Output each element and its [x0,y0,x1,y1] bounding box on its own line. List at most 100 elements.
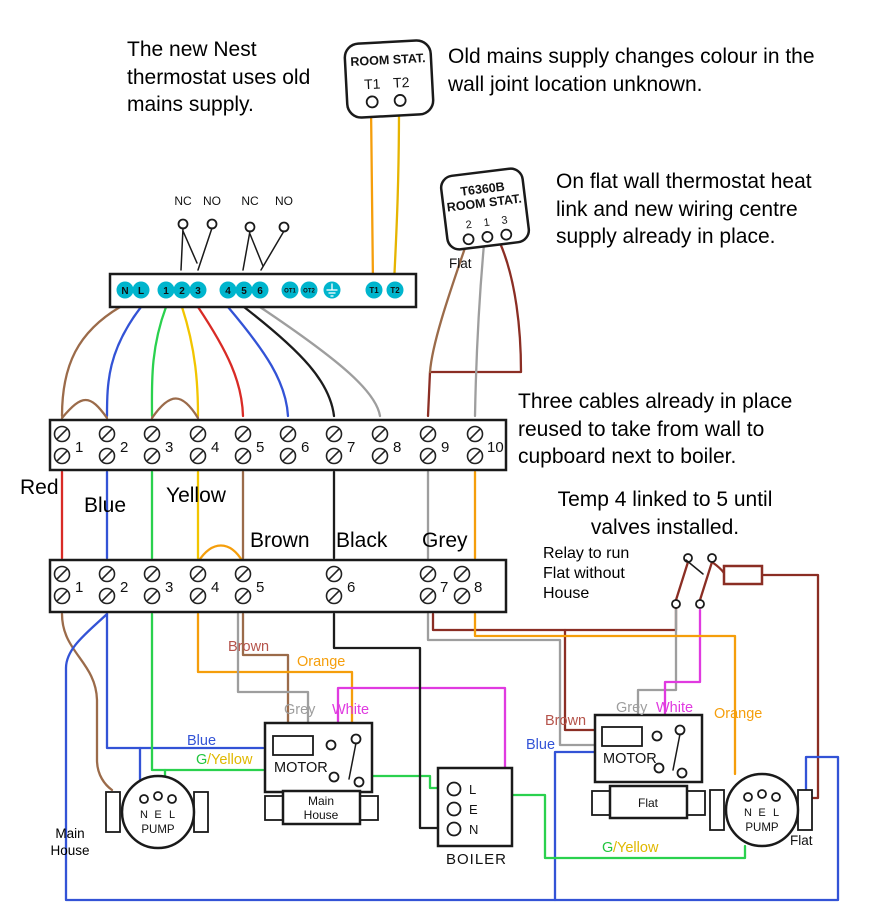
label-grey: Grey [422,529,468,552]
boiler-terminal-icon [446,821,462,837]
wire-white-motorflat-relay [663,608,702,716]
label-white-left: White [332,702,369,718]
pump-terminal-icon [757,789,767,799]
valve-nut-icon [264,795,284,821]
room-stat-box [343,39,435,119]
label-blue: Blue [84,494,126,517]
block2-num-6: 6 [347,579,355,596]
relay-lever [685,559,704,575]
block2-terminals: 1 2 3 4 5 6 7 8 [53,565,482,605]
wire-blue-low-motor [105,612,265,750]
wire-maroon-relay-pump [760,573,820,800]
motor-contact-icon [350,733,362,745]
screw-icon [98,447,116,465]
motor-contact-icon [325,739,337,751]
flat-stat-model: T6360B [460,179,506,198]
pump-flat-n: N [744,807,752,819]
pump-flat-caption: Flat [790,833,813,848]
wire-blue-long-bottom [64,612,840,902]
note-flat-wall: On flat wall thermostat heat link and ne… [556,170,812,249]
flat-stat-terminal-icon [462,233,475,246]
wire-black-boiler-n [332,612,439,830]
terminal-5-label: 5 [241,286,247,297]
pump-flat: N E L PUMP [709,772,813,848]
screw-icon [143,587,161,605]
wire-orange-roomstat-t1 [369,104,375,286]
terminal-4-label: 4 [225,286,231,297]
motor-house-label: MOTOR [274,760,328,776]
pump-terminal-icon [139,794,149,804]
terminal-l [132,281,150,299]
terminal-t2 [386,281,404,299]
relay-coil-box [722,564,764,586]
wire-maroon-flatstat [426,241,523,418]
screw-icon [279,447,297,465]
wiring-centre-switches: NC NO NC NO [174,194,293,271]
terminal-t2-label: T2 [390,286,400,295]
screw-icon [371,447,389,465]
wire-maroon-motor-flat [563,628,596,732]
pump-flat-e: E [758,807,765,819]
label-white-right: White [656,700,693,716]
block2-num-1: 1 [75,579,83,596]
note-relay: Relay to run Flat without House [543,545,630,602]
wire-blue-fan-2 [105,305,143,418]
pump-terminal-icon [153,791,163,801]
terminal-6 [251,281,269,299]
wire-white-motor-boiler [336,686,507,769]
switch-wire [197,227,213,271]
label-yellow-left: /Yellow [207,752,253,768]
flat-stat: T6360B ROOM STAT. 2 1 3 [439,167,531,251]
switch-wire [260,230,285,271]
wire-maroon-relay-a [674,560,690,602]
pump-house: N E L PUMP [105,774,209,850]
motor-lever [348,742,357,780]
terminal-1 [157,281,175,299]
wire-green-boiler-l [370,774,439,790]
boiler-label: BOILER [446,851,507,868]
screw-icon [189,565,207,583]
terminal-ot1 [281,281,299,299]
screw-icon [234,425,252,443]
label-blue-right: Blue [526,737,555,753]
screw-icon [325,425,343,443]
block2-num-3: 3 [165,579,173,596]
screw-icon [466,425,484,443]
pump-flat-body [724,772,800,848]
block1-num-8: 8 [393,439,401,456]
block1-num-9: 9 [441,439,449,456]
switch-wire [242,230,251,271]
pump-terminal-icon [771,792,781,802]
flat-stat-terminal-1: 1 [483,217,491,230]
wire-brown-flatstat [428,243,468,374]
screw-icon [98,425,116,443]
label-brown: Brown [250,529,310,552]
wire-black-fan-7 [242,305,336,418]
flat-stat-terminal-2: 2 [465,219,473,232]
pump-house-caption: Main House [50,826,90,858]
valve-nut-icon [686,790,706,816]
pump-house-l: L [169,809,175,821]
wire-grey-flatstat [473,242,486,418]
flat-stat-terminal-icon [481,231,494,243]
wire-brown-fan-1 [60,305,122,418]
block1-num-5: 5 [256,439,264,456]
boiler-terminal-icon [446,801,462,817]
screw-icon [279,425,297,443]
screw-icon [143,425,161,443]
wire-green-boiler-pump-flat [510,793,747,860]
wire-brown-loop-1 [60,399,109,420]
room-stat-terminal-icon [365,95,379,109]
screw-icon [419,425,437,443]
screw-icon [325,565,343,583]
wire-grey-fan-8 [258,305,382,418]
switch-label-nc1: NC [174,194,192,208]
screw-icon [466,447,484,465]
wire-green-low-motor [150,612,265,772]
terminal-n-label: N [121,286,128,297]
note-cables: Three cables already in place reused to … [518,390,793,469]
note-mains: Old mains supply changes colour in the w… [448,45,815,96]
switch-label-no1: NO [203,194,221,208]
